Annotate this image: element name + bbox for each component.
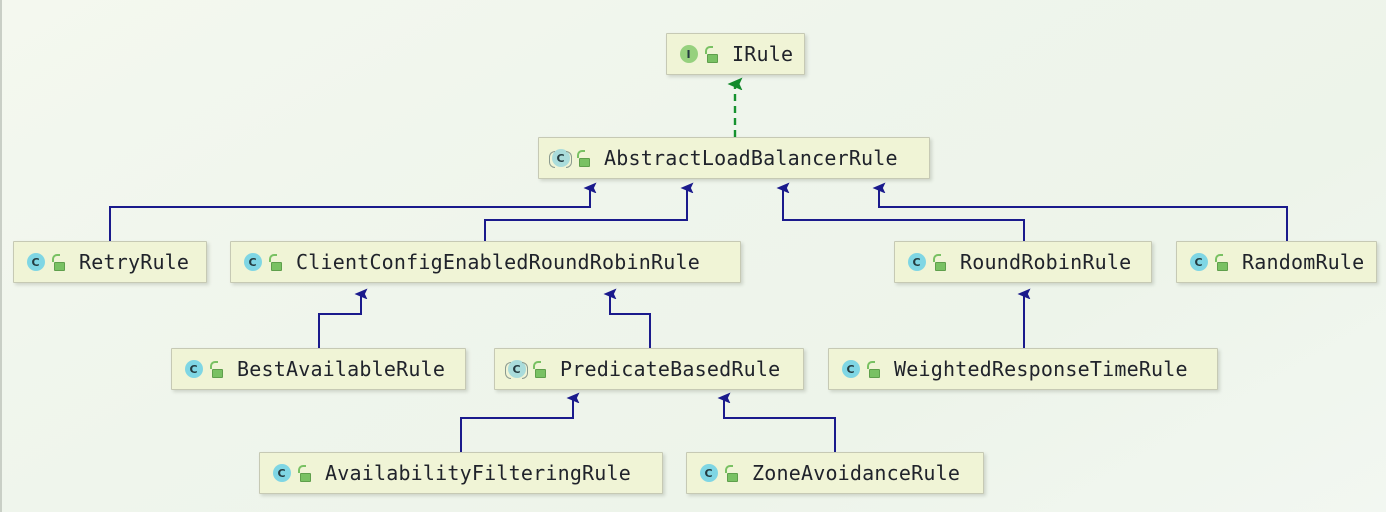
abstract-class-icon: C <box>505 359 528 380</box>
unlocked-padlock-icon <box>866 360 882 378</box>
unlocked-padlock-icon <box>704 45 720 63</box>
node-label: ClientConfigEnabledRoundRobinRule <box>296 250 700 274</box>
class-icon: C <box>25 252 46 273</box>
node-label: AvailabilityFilteringRule <box>325 461 632 485</box>
class-icon: C <box>242 252 263 273</box>
node-label: IRule <box>732 42 794 66</box>
node-icons: C <box>698 463 740 484</box>
unlocked-padlock-icon <box>1214 253 1230 271</box>
unlocked-padlock-icon <box>297 464 313 482</box>
node-icons: C <box>840 359 882 380</box>
class-icon-glyph: C <box>189 362 198 376</box>
node-label: BestAvailableRule <box>237 357 446 381</box>
class-icon: C <box>906 252 927 273</box>
class-icon-glyph: C <box>248 255 257 269</box>
node-label: PredicateBasedRule <box>560 357 781 381</box>
node-weightedresponsetimerule[interactable]: C WeightedResponseTimeRule <box>828 348 1218 390</box>
interface-icon-glyph: I <box>686 47 691 61</box>
node-randomrule[interactable]: C RandomRule <box>1176 241 1377 283</box>
interface-icon: I <box>678 44 699 65</box>
node-label: AbstractLoadBalancerRule <box>604 146 898 170</box>
class-icon-glyph: C <box>277 466 286 480</box>
class-icon: C <box>840 359 861 380</box>
unlocked-padlock-icon <box>532 360 548 378</box>
node-abstractloadbalancerrule[interactable]: C AbstractLoadBalancerRule <box>538 137 930 179</box>
abstract-class-icon: C <box>549 148 572 169</box>
unlocked-padlock-icon <box>724 464 740 482</box>
node-label: RoundRobinRule <box>960 250 1132 274</box>
class-icon-glyph: C <box>912 255 921 269</box>
abstract-class-icon-glyph: C <box>512 362 521 376</box>
node-bestavailablerule[interactable]: C BestAvailableRule <box>171 348 466 390</box>
class-icon: C <box>698 463 719 484</box>
node-roundrobinrule[interactable]: C RoundRobinRule <box>894 241 1152 283</box>
class-icon: C <box>271 463 292 484</box>
node-icons: C <box>25 252 67 273</box>
node-zoneavoidancerule[interactable]: C ZoneAvoidanceRule <box>686 452 984 494</box>
node-label: ZoneAvoidanceRule <box>752 461 961 485</box>
node-clientconfigenabledroundrobinrule[interactable]: C ClientConfigEnabledRoundRobinRule <box>230 241 741 283</box>
node-availabilityfilteringrule[interactable]: C AvailabilityFilteringRule <box>259 452 663 494</box>
unlocked-padlock-icon <box>51 253 67 271</box>
unlocked-padlock-icon <box>576 149 592 167</box>
class-icon: C <box>1188 252 1209 273</box>
unlocked-padlock-icon <box>932 253 948 271</box>
node-label: RandomRule <box>1242 250 1365 274</box>
node-icons: C <box>505 359 548 380</box>
node-icons: C <box>183 359 225 380</box>
unlocked-padlock-icon <box>268 253 284 271</box>
class-icon-glyph: C <box>846 362 855 376</box>
node-predicatebasedrule[interactable]: C PredicateBasedRule <box>494 348 804 390</box>
node-icons: C <box>549 148 592 169</box>
node-icons: C <box>271 463 313 484</box>
class-icon-glyph: C <box>704 466 713 480</box>
node-icons: C <box>906 252 948 273</box>
node-label: RetryRule <box>79 250 190 274</box>
node-irule[interactable]: I IRule <box>666 33 805 75</box>
node-icons: C <box>242 252 284 273</box>
node-retryrule[interactable]: C RetryRule <box>13 241 207 283</box>
class-icon-glyph: C <box>1194 255 1203 269</box>
class-icon: C <box>183 359 204 380</box>
unlocked-padlock-icon <box>209 360 225 378</box>
class-icon-glyph: C <box>31 255 40 269</box>
abstract-class-icon-glyph: C <box>556 151 565 165</box>
node-label: WeightedResponseTimeRule <box>894 357 1188 381</box>
node-icons: I <box>678 44 720 65</box>
node-icons: C <box>1188 252 1230 273</box>
